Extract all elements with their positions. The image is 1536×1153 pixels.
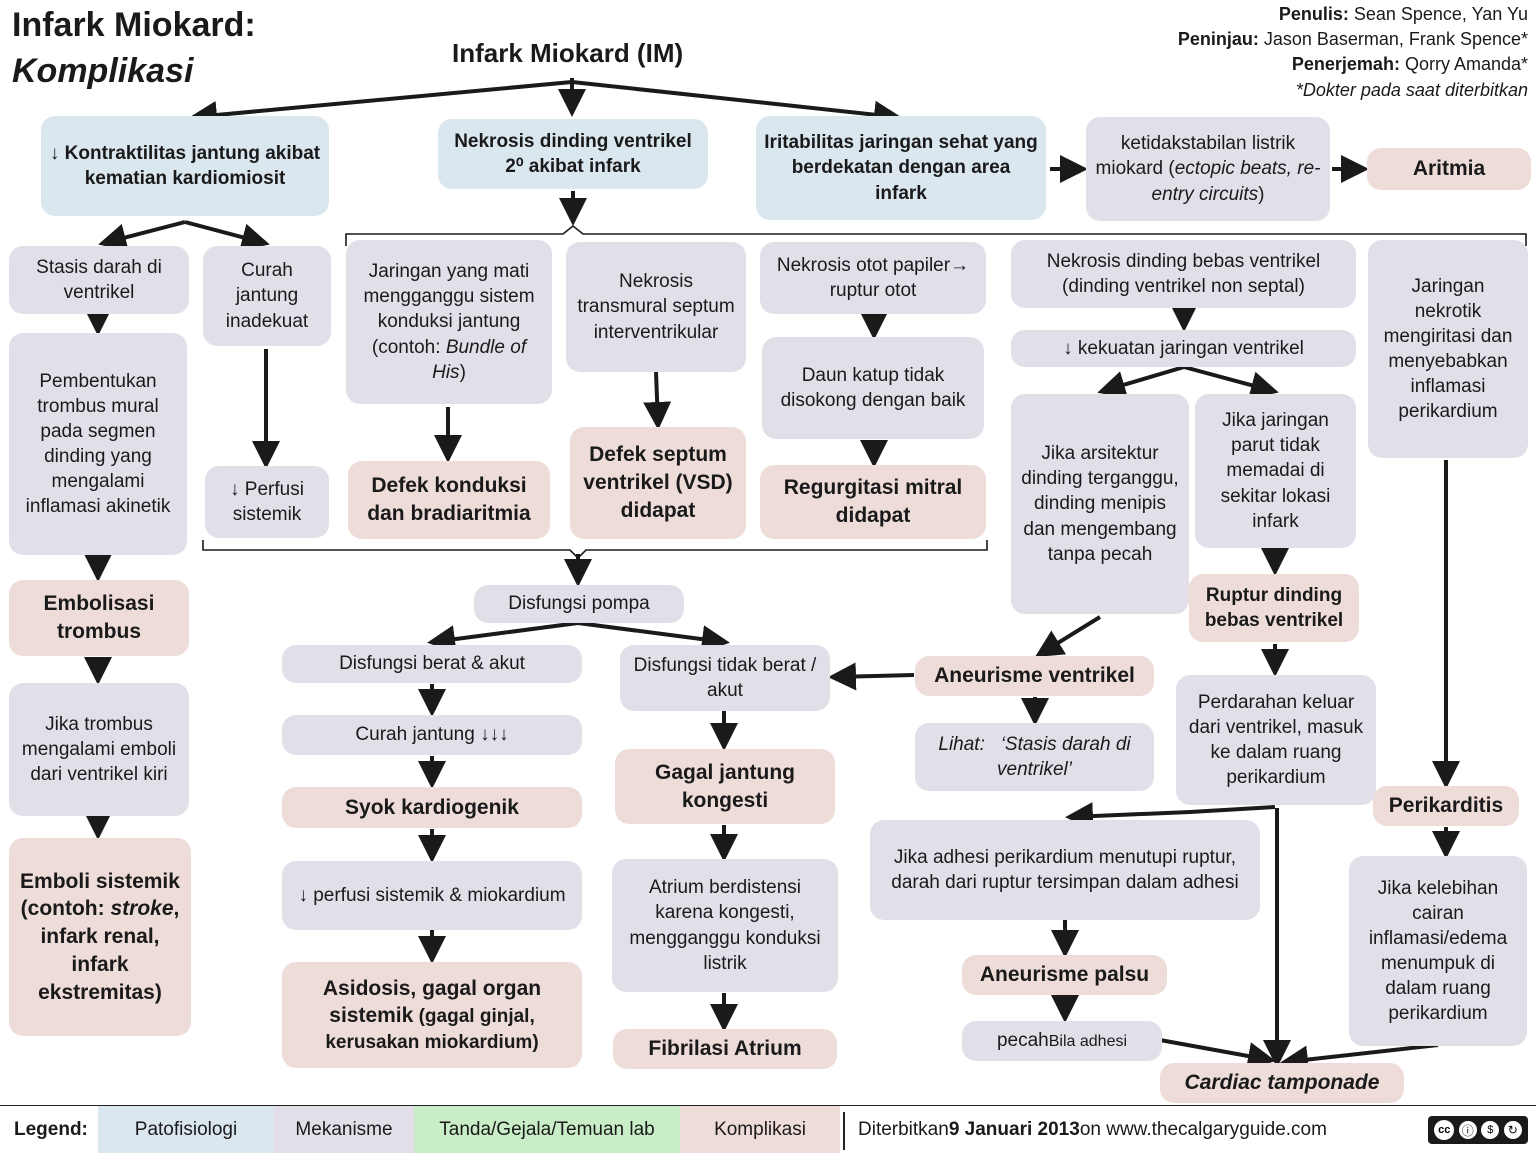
legend-komplikasi: Komplikasi (680, 1106, 840, 1153)
node-gagal-jantung: Gagal jantung kongesti (615, 749, 835, 824)
node-atrium: Atrium berdistensi karena kongesti, meng… (612, 859, 838, 992)
node-daun-katup: Daun katup tidak disokong dengan baik (762, 337, 984, 439)
node-nekrosis-otot: Nekrosis otot papiler→ ruptur otot (760, 242, 986, 314)
node-perfusi-miokard: ↓ perfusi sistemik & miokardium (282, 861, 582, 930)
node-disfungsi-pompa: Disfungsi pompa (474, 585, 684, 623)
legend-mekanisme: Mekanisme (274, 1106, 414, 1153)
node-asidosis: Asidosis, gagal organ sistemik (gagal gi… (282, 962, 582, 1068)
node-aritmia: Aritmia (1367, 148, 1531, 190)
node-curah: Curah jantung inadekuat (203, 246, 331, 346)
node-trombus: Pembentukan trombus mural pada segmen di… (9, 333, 187, 555)
node-regurgitasi: Regurgitasi mitral didapat (760, 465, 986, 539)
node-fibrilasi: Fibrilasi Atrium (613, 1029, 837, 1069)
node-iritabilitas: Iritabilitas jaringan sehat yang berdeka… (756, 116, 1046, 220)
node-arsitektur: Jika arsitektur dinding terganggu, dindi… (1011, 394, 1189, 614)
page-subtitle: Komplikasi (12, 52, 194, 90)
legend-divider (843, 1112, 845, 1150)
node-nekrosis-dinding: Nekrosis dinding ventrikel 2⁰ akibat inf… (438, 119, 708, 189)
node-parut: Jika jaringan parut tidak memadai di sek… (1195, 394, 1356, 548)
node-aneurisme-palsu: Aneurisme palsu (962, 955, 1167, 995)
node-aneurisme: Aneurisme ventrikel (915, 656, 1154, 696)
node-jaringan-mati: Jaringan yang mati mengganggu sistem kon… (346, 240, 552, 404)
node-vsd: Defek septum ventrikel (VSD) didapat (570, 427, 746, 539)
legend-label: Legend: (14, 1118, 88, 1140)
node-nekrosis-bebas: Nekrosis dinding bebas ventrikel (dindin… (1011, 240, 1356, 308)
node-pecah: pecahBila adhesi (962, 1021, 1162, 1061)
node-jaringan-nekrotik: Jaringan nekrotik mengiritasi dan menyeb… (1368, 240, 1528, 458)
credits: Penulis: Sean Spence, Yan Yu Peninjau: J… (1177, 4, 1528, 100)
node-defek-konduksi: Defek konduksi dan bradiaritmia (348, 461, 550, 539)
legend-bar: Legend: Patofisiologi Mekanisme Tanda/Ge… (0, 1105, 1536, 1153)
node-kontraktilitas: ↓ Kontraktilitas jantung akibat kematian… (41, 116, 329, 216)
node-ruptur: Ruptur dinding bebas ventrikel (1189, 574, 1359, 642)
published-info: Diterbitkan 9 Januari 2013 on www.thecal… (858, 1118, 1327, 1140)
node-disfungsi-berat: Disfungsi berat & akut (282, 645, 582, 683)
node-lihat: Lihat: ‘Stasis darah di ventrikel’ (915, 723, 1154, 791)
node-perfusi: ↓ Perfusi sistemik (205, 466, 329, 538)
node-perikarditis: Perikarditis (1373, 786, 1519, 826)
node-kekuatan: ↓ kekuatan jaringan ventrikel (1011, 330, 1356, 367)
node-curah-turun: Curah jantung ↓↓↓ (282, 715, 582, 755)
node-emboli-sistemik: Emboli sistemik (contoh: stroke, infark … (9, 838, 191, 1036)
node-disfungsi-tidak: Disfungsi tidak berat / akut (620, 645, 830, 711)
creative-commons-icon[interactable]: cc ⓘ $ ↻ (1428, 1116, 1528, 1144)
node-syok: Syok kardiogenik (282, 787, 582, 828)
node-nekrosis-septum: Nekrosis transmural septum interventriku… (566, 242, 746, 372)
node-perdarahan: Perdarahan keluar dari ventrikel, masuk … (1176, 675, 1376, 805)
node-tamponade: Cardiac tamponade (1160, 1063, 1404, 1103)
node-ketidakstabilan: ketidakstabilan listrik miokard (ectopic… (1086, 117, 1330, 221)
root-node: Infark Miokard (IM) (452, 38, 684, 68)
legend-patofisiologi: Patofisiologi (98, 1106, 274, 1153)
page-title: Infark Miokard: (12, 6, 256, 44)
node-embolisasi: Embolisasi trombus (9, 580, 189, 656)
node-adhesi: Jika adhesi perikardium menutupi ruptur,… (870, 820, 1260, 920)
node-jika-trombus: Jika trombus mengalami emboli dari ventr… (9, 683, 189, 816)
legend-tanda: Tanda/Gejala/Temuan lab (414, 1106, 680, 1153)
node-stasis: Stasis darah di ventrikel (9, 246, 189, 314)
node-kelebihan: Jika kelebihan cairan inflamasi/edema me… (1349, 856, 1527, 1046)
